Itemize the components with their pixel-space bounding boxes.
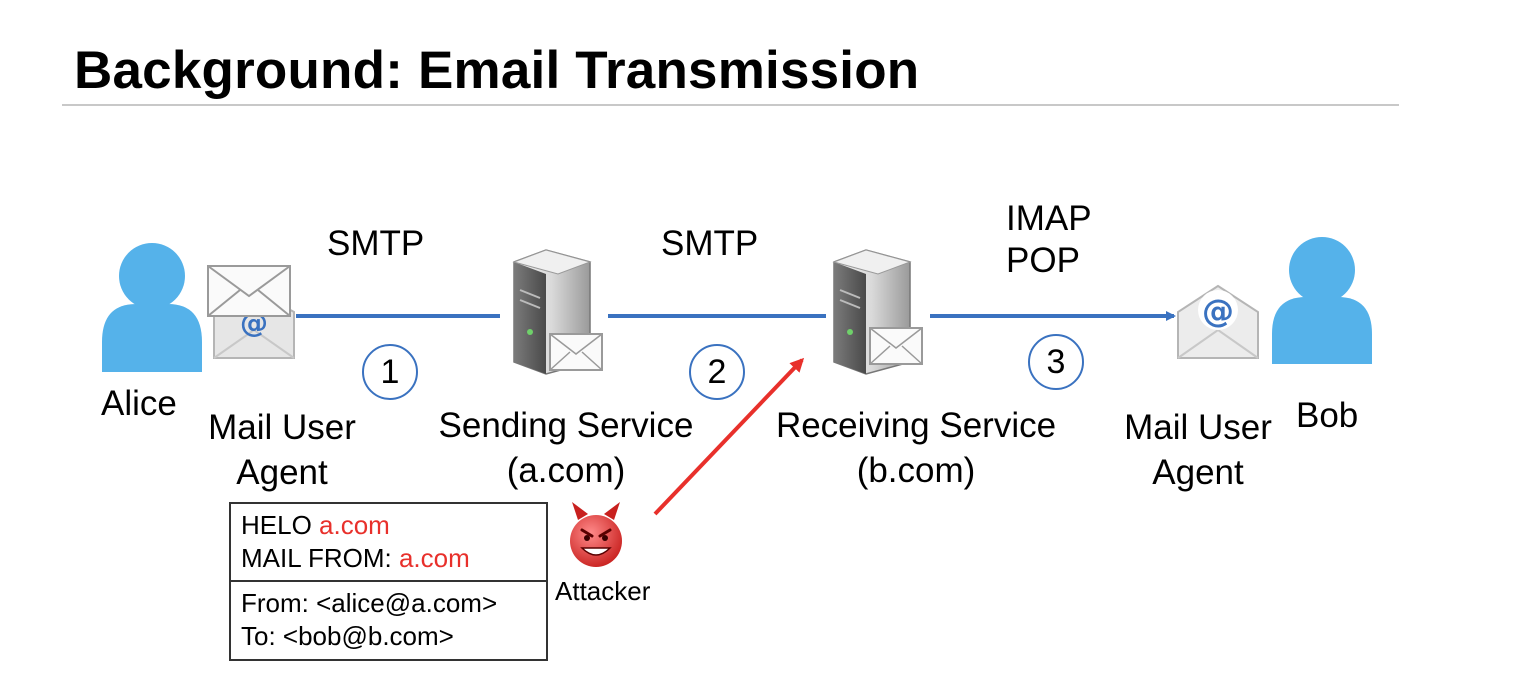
title-divider	[62, 104, 1399, 106]
mail-from-line: MAIL FROM: a.com	[241, 543, 470, 573]
mail-user-agent-label-right: Mail User Agent	[1124, 408, 1272, 492]
sending-server-icon	[512, 249, 603, 375]
mail-user-agent-label-left: Mail User Agent	[208, 408, 356, 492]
protocol-label-smtp-1: SMTP	[327, 224, 425, 263]
smtp-envelope-box: HELO a.com MAIL FROM: a.com	[229, 502, 548, 582]
protocol-label-imap-pop: IMAP POP	[1006, 198, 1092, 282]
step-1-badge: 1	[362, 344, 418, 400]
bob-person-icon	[1272, 237, 1372, 364]
receiving-server-icon	[832, 249, 923, 375]
bob-label: Bob	[1296, 396, 1359, 435]
protocol-label-pop: POP	[1006, 241, 1080, 280]
message-header-box: From: <alice@a.com> To: <bob@b.com>	[229, 580, 548, 661]
attacker-label: Attacker	[555, 576, 651, 606]
attack-arrow	[653, 357, 805, 516]
helo-line: HELO a.com	[241, 510, 390, 540]
receiving-service-label: Receiving Service (b.com)	[775, 406, 1057, 490]
sending-service-label: Sending Service (a.com)	[438, 406, 694, 490]
step-2-badge: 2	[689, 344, 745, 400]
alice-person-icon	[102, 243, 202, 372]
mail-user-agent-icon-right: @	[1177, 284, 1259, 359]
step-3-badge: 3	[1028, 334, 1084, 390]
from-header-line: From: <alice@a.com>	[241, 588, 498, 618]
page-title: Background: Email Transmission	[74, 41, 920, 100]
to-header-line: To: <bob@b.com>	[241, 621, 454, 651]
alice-label: Alice	[101, 384, 177, 423]
mail-user-agent-icon-left: @	[207, 265, 295, 359]
protocol-label-smtp-2: SMTP	[661, 224, 759, 263]
attacker-devil-icon	[570, 502, 622, 567]
protocol-label-imap: IMAP	[1006, 199, 1092, 238]
svg-text:@: @	[1202, 292, 1234, 330]
